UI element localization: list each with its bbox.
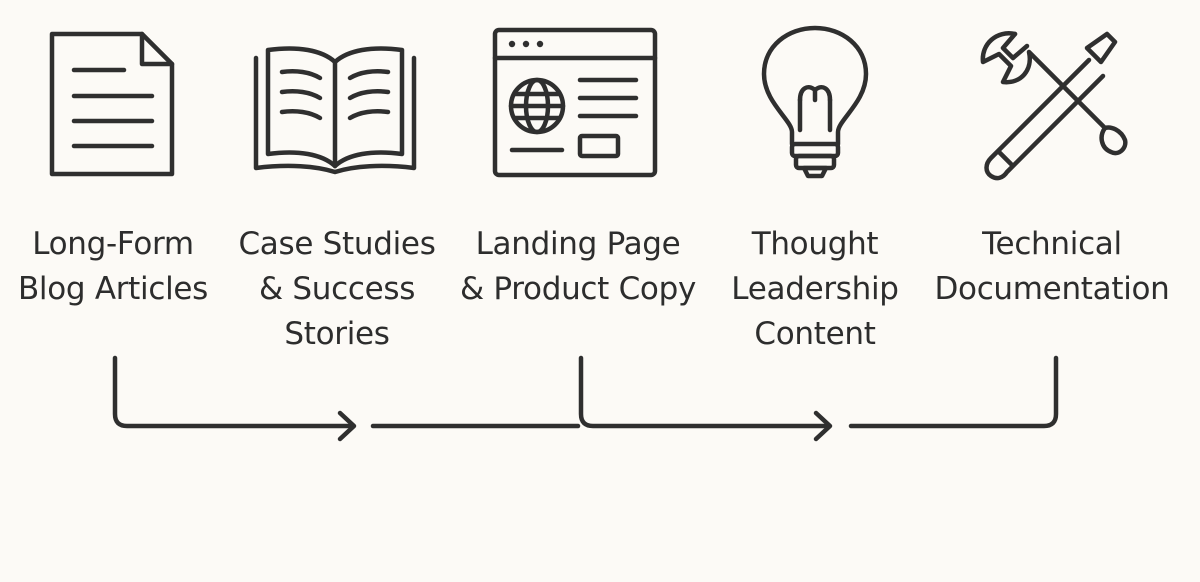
label-line: Documentation bbox=[934, 271, 1170, 307]
label-line: Long-Form bbox=[32, 226, 194, 262]
label-line: & Success bbox=[258, 271, 416, 307]
label-line: Landing Page bbox=[475, 226, 681, 262]
connector-right bbox=[848, 355, 1059, 429]
arrow-head-right bbox=[813, 410, 833, 442]
label-long-form-blog-articles: Long-Form Blog Articles bbox=[0, 222, 233, 312]
label-thought-leadership: Thought Leadership Content bbox=[695, 222, 935, 357]
web-page-icon bbox=[490, 22, 660, 187]
label-line: Stories bbox=[284, 316, 390, 352]
label-line: Technical bbox=[982, 226, 1122, 262]
label-line: Blog Articles bbox=[17, 271, 209, 307]
label-line: Leadership bbox=[731, 271, 899, 307]
connector-left bbox=[112, 355, 355, 429]
label-line: & Product Copy bbox=[459, 271, 697, 307]
label-landing-page: Landing Page & Product Copy bbox=[458, 222, 698, 312]
document-icon bbox=[30, 22, 200, 187]
tools-icon bbox=[965, 22, 1135, 187]
arrow-head-left bbox=[337, 410, 357, 442]
label-line: Thought bbox=[751, 226, 879, 262]
label-line: Case Studies bbox=[238, 226, 436, 262]
connector-center bbox=[578, 355, 831, 429]
label-case-studies: Case Studies & Success Stories bbox=[217, 222, 457, 357]
open-book-icon bbox=[250, 22, 420, 187]
lightbulb-icon bbox=[730, 22, 900, 187]
label-technical-documentation: Technical Documentation bbox=[932, 222, 1172, 312]
label-line: Content bbox=[754, 316, 876, 352]
